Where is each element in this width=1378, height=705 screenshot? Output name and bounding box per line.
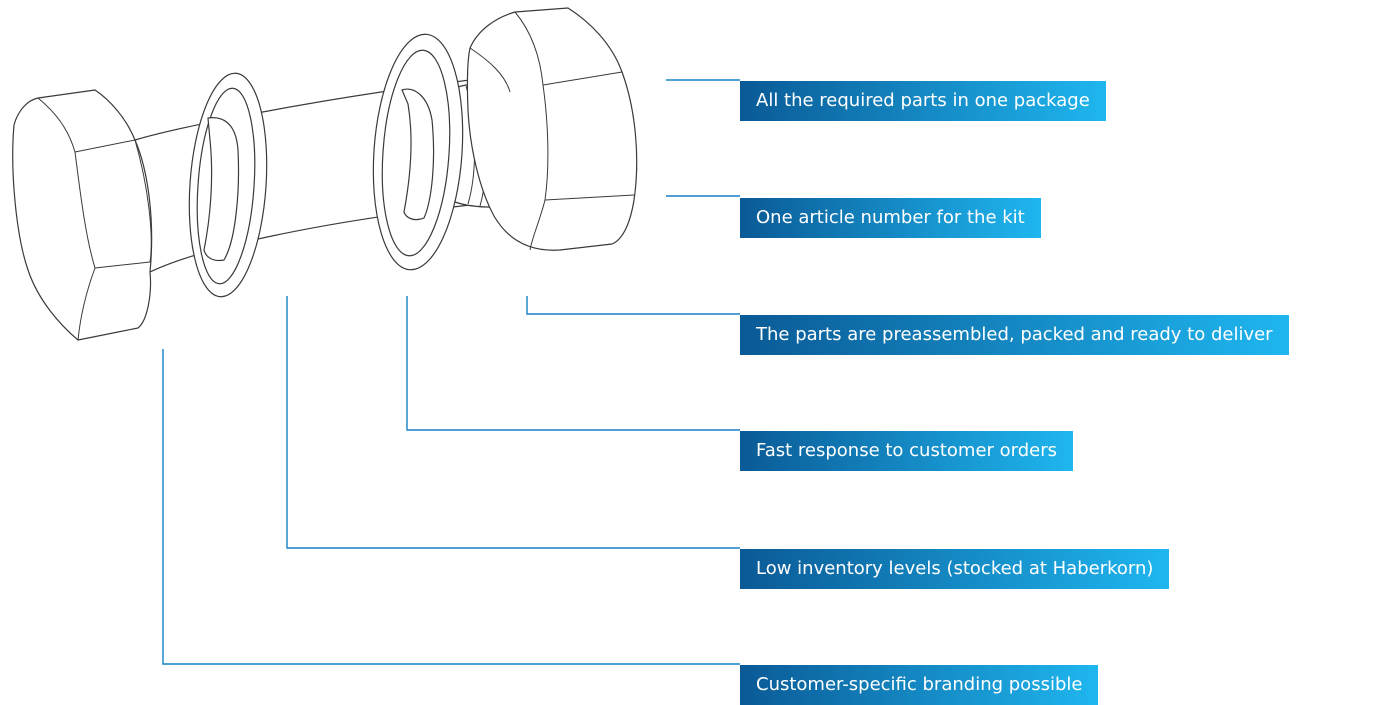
leader-line-6 xyxy=(162,349,740,665)
leader-line-3 xyxy=(526,296,740,315)
leader-line-5 xyxy=(286,296,740,549)
callout-one-article-number: One article number for the kit xyxy=(740,198,1041,238)
washer-nut-side-icon xyxy=(372,33,464,271)
callout-preassembled-ready: The parts are preassembled, packed and r… xyxy=(740,315,1289,355)
callout-low-inventory: Low inventory levels (stocked at Haberko… xyxy=(740,549,1170,589)
bolt-head-icon xyxy=(12,89,153,341)
washer-head-side-icon xyxy=(188,72,268,298)
callout-fast-response: Fast response to customer orders xyxy=(740,431,1074,471)
callout-customer-branding: Customer-specific branding possible xyxy=(740,665,1099,705)
bolt-nut-washer-kit-icon xyxy=(12,7,638,341)
leader-line-4 xyxy=(406,296,740,431)
hex-nut-icon xyxy=(466,7,638,251)
callout-all-parts-one-package: All the required parts in one package xyxy=(740,81,1106,121)
leader-lines xyxy=(162,79,740,665)
